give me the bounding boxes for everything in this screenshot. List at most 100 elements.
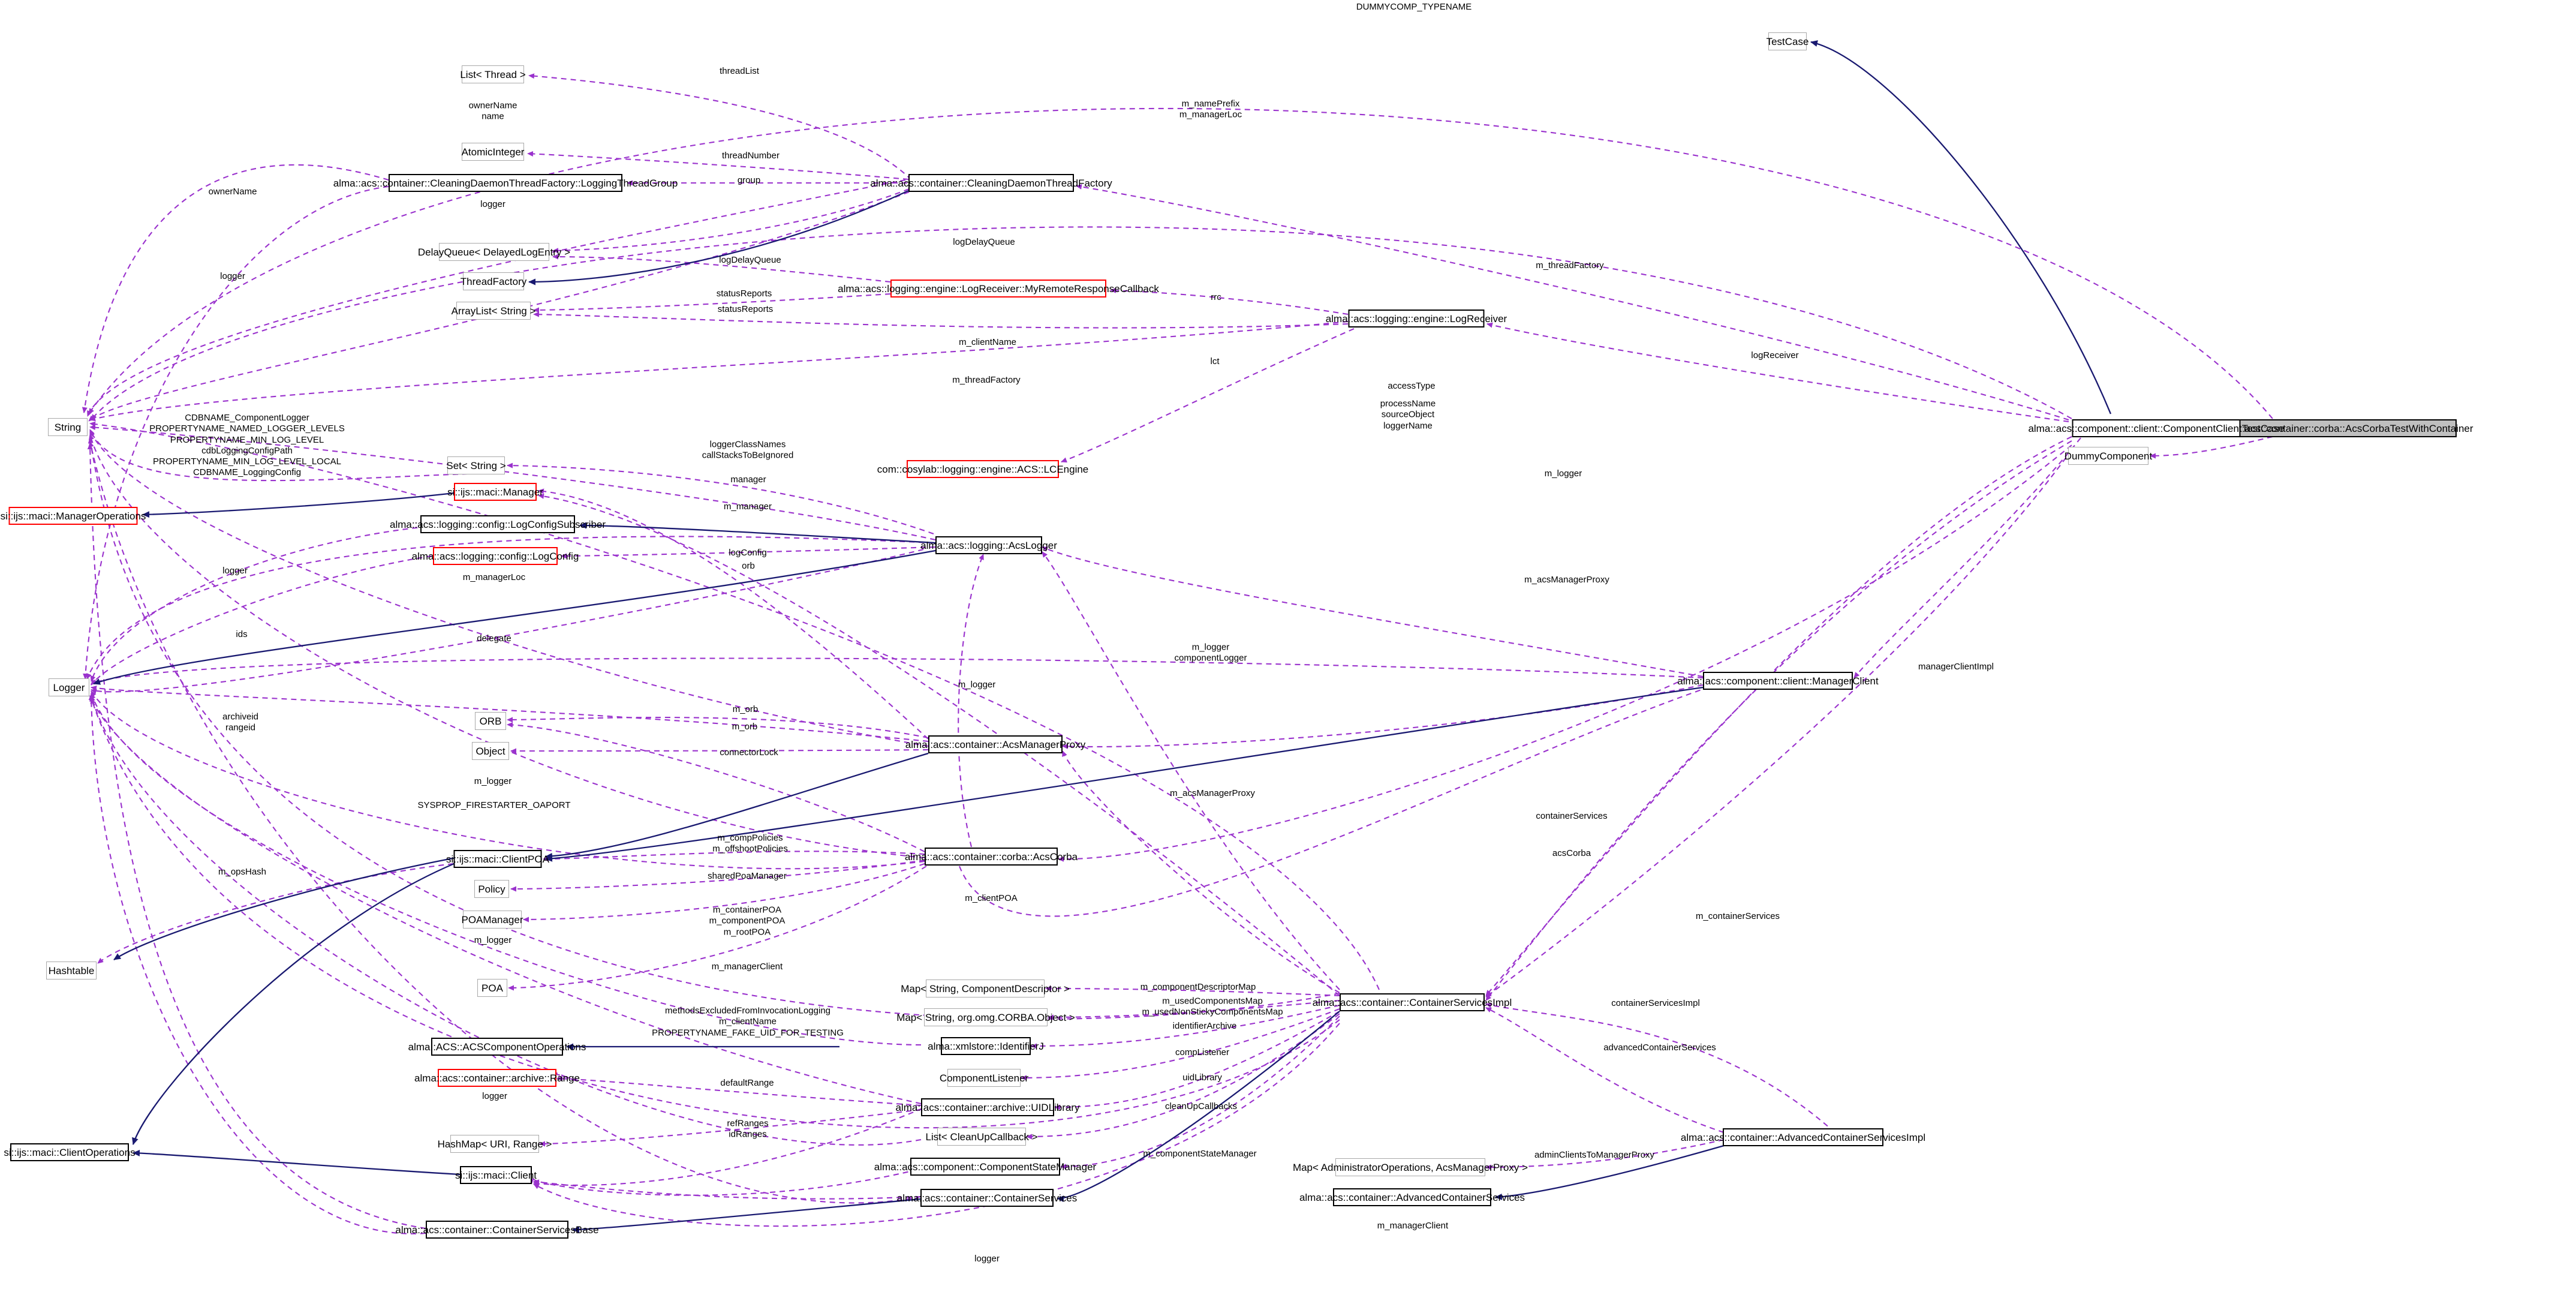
edge-label: statusReports <box>716 289 772 299</box>
edge-label: m_logger <box>958 680 996 690</box>
class-node[interactable]: alma::acs::component::client::ManagerCli… <box>1677 672 1879 690</box>
class-node[interactable]: alma::acs::container::corba::AcsCorba <box>905 848 1078 866</box>
edge-label: compListener <box>1175 1047 1230 1058</box>
edge-label: defaultRange <box>720 1078 774 1089</box>
class-node[interactable]: si::ijs::maci::ManagerOperations <box>1 507 146 525</box>
class-node[interactable]: alma::acs::container::ContainerServicesI… <box>1313 993 1512 1011</box>
class-node[interactable]: ORB <box>475 712 506 730</box>
edge-label: m_threadFactory <box>1536 260 1604 271</box>
class-node[interactable]: alma::xmlstore::IdentifierJ <box>928 1037 1044 1055</box>
edge-label: m_clientName <box>959 337 1016 348</box>
class-node[interactable]: com::cosylab::logging::engine::ACS::LCEn… <box>877 460 1088 478</box>
class-node[interactable]: alma::acs::container::AdvancedContainerS… <box>1299 1188 1525 1206</box>
class-node[interactable]: DelayQueue< DelayedLogEntry > <box>418 243 570 261</box>
edge-label: logger <box>220 271 245 282</box>
edge-label: group <box>737 175 761 186</box>
edge-label: containerServicesImpl <box>1611 998 1700 1009</box>
class-node[interactable]: String <box>48 418 88 436</box>
class-node[interactable]: DummyComponent <box>2065 447 2152 465</box>
edge-label: m_threadFactory <box>952 375 1021 386</box>
class-node[interactable]: alma::acs::component::client::ComponentC… <box>2028 419 2285 437</box>
edge-label: m_logger <box>474 776 512 787</box>
edge-label: uidLibrary <box>1182 1072 1222 1083</box>
class-node[interactable]: Hashtable <box>46 962 97 979</box>
edge-label: threadList <box>720 66 759 77</box>
class-node[interactable]: si::ijs::maci::Client <box>455 1166 537 1184</box>
class-node[interactable]: alma::acs::container::corba::AcsCorbaTes… <box>2217 419 2473 437</box>
class-node[interactable]: Logger <box>49 678 89 696</box>
edge-label: threadNumber <box>722 151 780 161</box>
class-node[interactable]: alma::acs::component::ComponentStateMana… <box>874 1158 1096 1176</box>
class-node[interactable]: POAManager <box>462 911 523 929</box>
class-node[interactable]: POA <box>477 979 507 997</box>
class-node[interactable]: Map< String, org.omg.CORBA.Object > <box>896 1008 1075 1026</box>
edge-label: ownerName <box>208 187 257 197</box>
class-node[interactable]: alma::acs::container::CleaningDaemonThre… <box>870 174 1112 192</box>
class-node[interactable]: alma::acs::container::ContainerServices <box>897 1189 1077 1207</box>
class-node[interactable]: ArrayList< String > <box>452 302 535 320</box>
class-node[interactable]: HashMap< URI, Range > <box>438 1135 552 1153</box>
class-node[interactable]: alma::acs::container::archive::Range <box>414 1069 580 1087</box>
edge-label: acsCorba <box>1552 848 1591 859</box>
edge-label: m_managerClient <box>1377 1221 1449 1231</box>
class-node[interactable]: si::ijs::maci::Manager <box>447 483 543 501</box>
class-node[interactable]: Object <box>472 742 509 760</box>
edge-label: delegate <box>477 633 511 644</box>
class-node[interactable]: alma::acs::container::ContainerServicesB… <box>395 1221 599 1239</box>
edge-label: ids <box>236 629 248 640</box>
edge-label: m_orb <box>732 722 758 732</box>
class-node[interactable]: si::ijs::maci::ClientPOA <box>446 850 549 868</box>
edge-label: cleanUpCallbacks <box>1164 1101 1238 1112</box>
edge-label: logConfig <box>729 548 767 558</box>
class-node[interactable]: Policy <box>474 880 509 898</box>
class-node[interactable]: alma::acs::logging::AcsLogger <box>920 536 1057 554</box>
edge-label: m_logger <box>1544 468 1582 479</box>
class-node[interactable]: alma::acs::container::CleaningDaemonThre… <box>333 174 678 192</box>
edge-label: adminClientsToManagerProxy <box>1534 1150 1655 1161</box>
edge-label: m_clientPOA <box>965 893 1018 904</box>
class-node[interactable]: AtomicInteger <box>462 143 524 161</box>
class-node[interactable]: Set< String > <box>446 456 506 474</box>
edge-label: accessType <box>1388 381 1436 392</box>
class-node[interactable]: Map< AdministratorOperations, AcsManager… <box>1293 1158 1528 1176</box>
class-node[interactable]: alma::acs::logging::engine::LogReceiver:… <box>838 280 1159 298</box>
class-node[interactable]: si::ijs::maci::ClientOperations <box>4 1143 136 1161</box>
edge-label: logger <box>222 566 248 576</box>
edge-label: manager <box>730 474 766 485</box>
class-node[interactable]: Map< String, ComponentDescriptor > <box>901 979 1070 997</box>
edge-label: DUMMYCOMP_TYPENAME <box>1356 2 1472 13</box>
edge-label: m_acsManagerProxy <box>1170 788 1255 799</box>
edge-label: m_managerLoc <box>462 572 526 583</box>
class-node[interactable]: List< Thread > <box>460 65 526 83</box>
edge-label: logger <box>480 199 505 210</box>
class-node[interactable]: alma::acs::container::archive::UIDLibrar… <box>895 1098 1080 1116</box>
class-node[interactable]: alma::acs::container::AdvancedContainerS… <box>1681 1128 1925 1146</box>
class-node[interactable]: List< CleanUpCallback > <box>925 1128 1038 1146</box>
class-node[interactable]: ThreadFactory <box>461 272 526 290</box>
edge-label: logDelayQueue <box>719 255 781 266</box>
class-node[interactable]: alma::acs::logging::config::LogConfigSub… <box>390 515 606 533</box>
edge-label: lct <box>1210 356 1220 367</box>
class-node[interactable]: alma::acs::logging::engine::LogReceiver <box>1326 310 1507 327</box>
class-node[interactable]: TestCase <box>1767 32 1808 50</box>
edge-label: sharedPoaManager <box>708 871 787 882</box>
class-node[interactable]: alma::ACS::ACSComponentOperations <box>408 1038 586 1056</box>
edge-label: advancedContainerServices <box>1603 1042 1716 1053</box>
edge-label: m_componentDescriptorMap <box>1140 982 1256 993</box>
edge-label: connectorLock <box>720 747 778 758</box>
edge-label: m_containerServices <box>1695 911 1780 922</box>
class-node[interactable]: alma::acs::container::AcsManagerProxy <box>905 735 1085 753</box>
class-node[interactable]: alma::acs::logging::config::LogConfig <box>412 547 579 565</box>
edge-label: statusReports <box>717 304 774 315</box>
class-node[interactable]: ComponentListener <box>940 1069 1028 1087</box>
edge-label: m_componentStateManager <box>1143 1149 1257 1159</box>
